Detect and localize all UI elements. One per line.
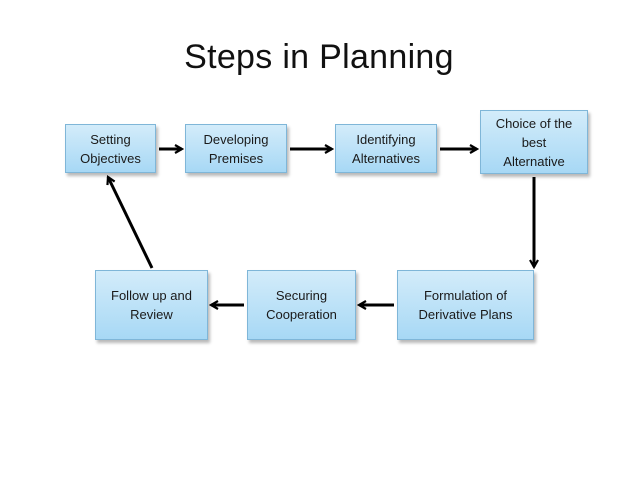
step-formulation-of-derivative-plans: Formulation of Derivative Plans bbox=[397, 270, 534, 340]
step-follow-up-and-review: Follow up and Review bbox=[95, 270, 208, 340]
step-setting-objectives: Setting Objectives bbox=[65, 124, 156, 173]
step-developing-premises: Developing Premises bbox=[185, 124, 287, 173]
step-choice-of-best-alternative: Choice of the best Alternative bbox=[480, 110, 588, 174]
page-title: Steps in Planning bbox=[184, 38, 454, 76]
arrow-followup-to-objectives bbox=[108, 177, 154, 269]
step-securing-cooperation: Securing Cooperation bbox=[247, 270, 356, 340]
step-identifying-alternatives: Identifying Alternatives bbox=[335, 124, 437, 173]
